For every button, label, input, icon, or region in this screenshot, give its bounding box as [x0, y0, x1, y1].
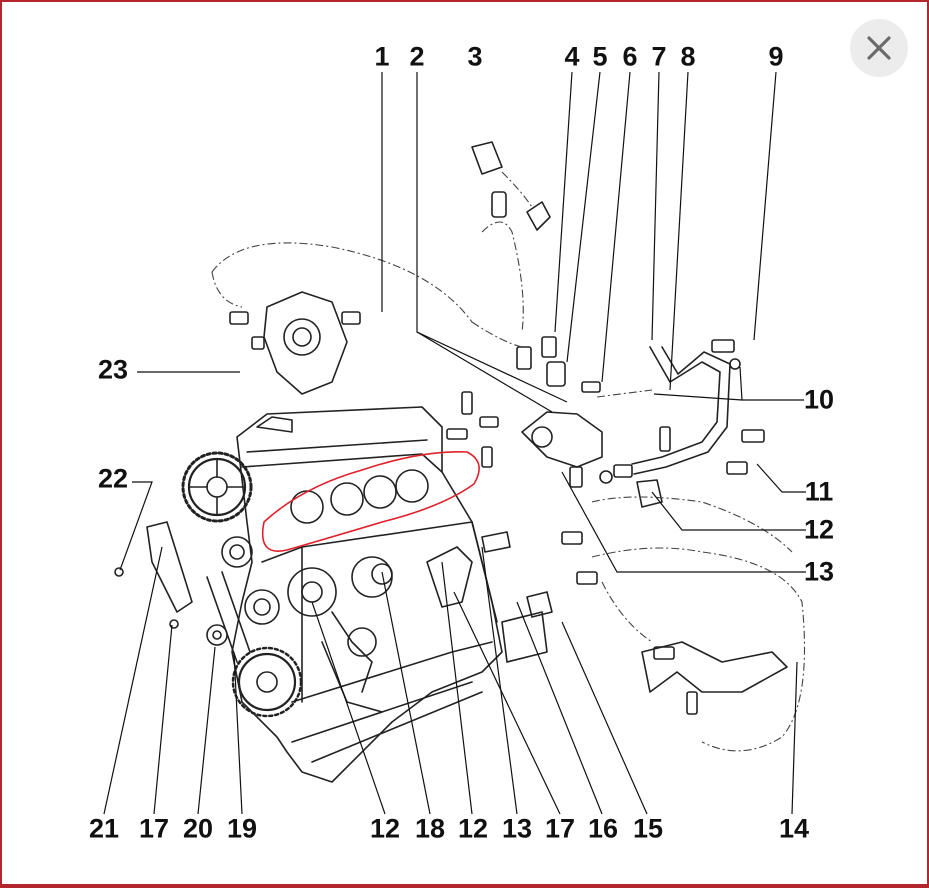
callout-label: 13 [501, 813, 533, 844]
leader-lines [103, 71, 806, 815]
callout-label: 12 [369, 813, 401, 844]
callout-label: 3 [467, 41, 483, 72]
callout-label: 18 [414, 813, 446, 844]
callout-label: 15 [632, 813, 664, 844]
close-icon [867, 36, 891, 60]
callout-label: 23 [97, 354, 129, 385]
close-button[interactable] [850, 19, 908, 77]
engine-block [231, 406, 548, 783]
callout-label: 21 [88, 813, 120, 844]
highlight-loop [262, 451, 480, 552]
callout-label: 5 [592, 41, 608, 72]
temperature-sender [471, 141, 551, 231]
callout-label: 20 [182, 813, 214, 844]
callout-label: 1 [374, 41, 390, 72]
idler-pulleys [206, 536, 303, 718]
timing-gear [181, 451, 253, 523]
callout-label: 9 [768, 41, 784, 72]
callout-label: 12 [803, 514, 835, 545]
callout-label: 8 [680, 41, 696, 72]
callout-label: 19 [226, 813, 258, 844]
callout-label: 17 [544, 813, 576, 844]
callout-label: 14 [778, 813, 810, 844]
callout-label: 16 [587, 813, 619, 844]
callout-label: 22 [97, 463, 129, 494]
callout-label: 10 [803, 384, 835, 415]
callout-label: 13 [803, 556, 835, 587]
callout-label: 12 [457, 813, 489, 844]
callout-label: 7 [651, 41, 667, 72]
callout-label: 2 [409, 41, 425, 72]
callout-label: 11 [804, 476, 834, 507]
coolant-flange [446, 336, 603, 618]
coolant-hoses [581, 339, 788, 715]
callout-label: 4 [564, 41, 580, 72]
callout-label: 17 [138, 813, 170, 844]
assembly-lines [211, 171, 806, 752]
callout-label: 6 [622, 41, 638, 72]
throttle-body [229, 291, 361, 395]
tensioner-bracket [114, 521, 193, 629]
